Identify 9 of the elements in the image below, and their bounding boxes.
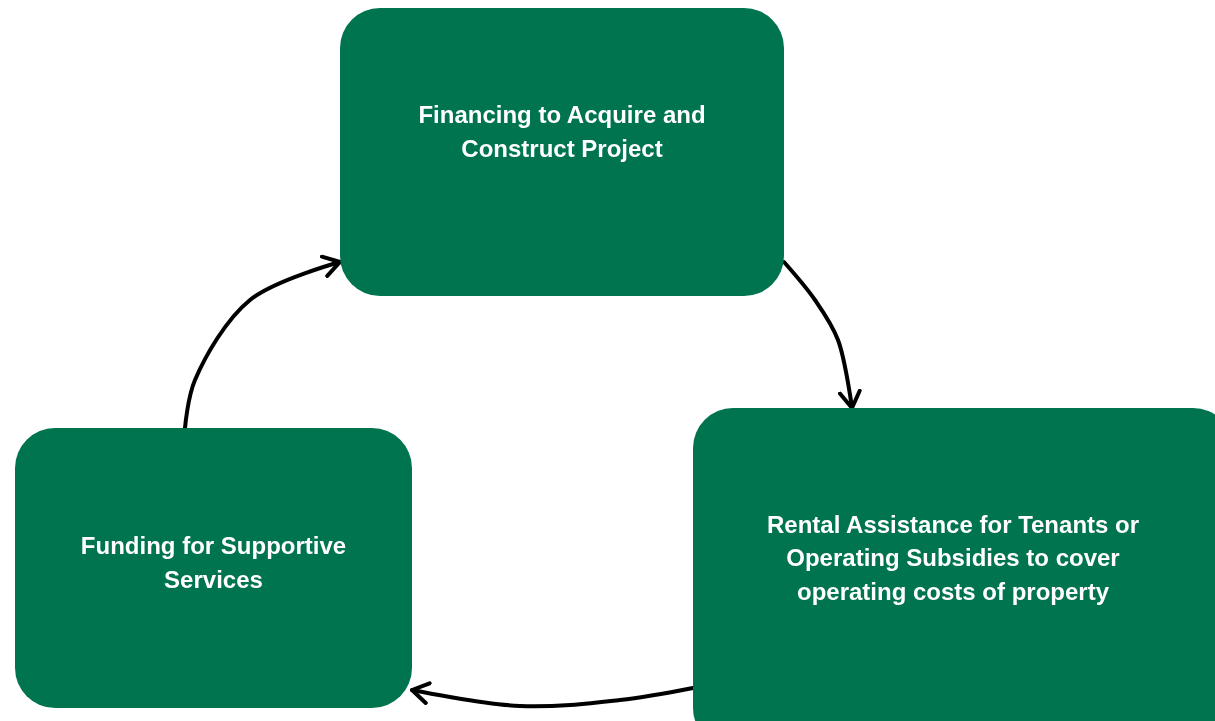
curved-arrow (782, 260, 862, 410)
box-label: Rental Assistance for Tenants or Operating Subsidies to cover operating costs of property (765, 509, 1141, 607)
box-label: Funding for Supportive Services (79, 531, 348, 595)
process-box (693, 408, 1215, 721)
curved-arrow (410, 681, 695, 709)
box-label: Financing to Acquire and Construct Project (417, 100, 707, 164)
process-box (340, 8, 784, 296)
curved-arrow (183, 254, 342, 430)
process-box (15, 428, 412, 708)
